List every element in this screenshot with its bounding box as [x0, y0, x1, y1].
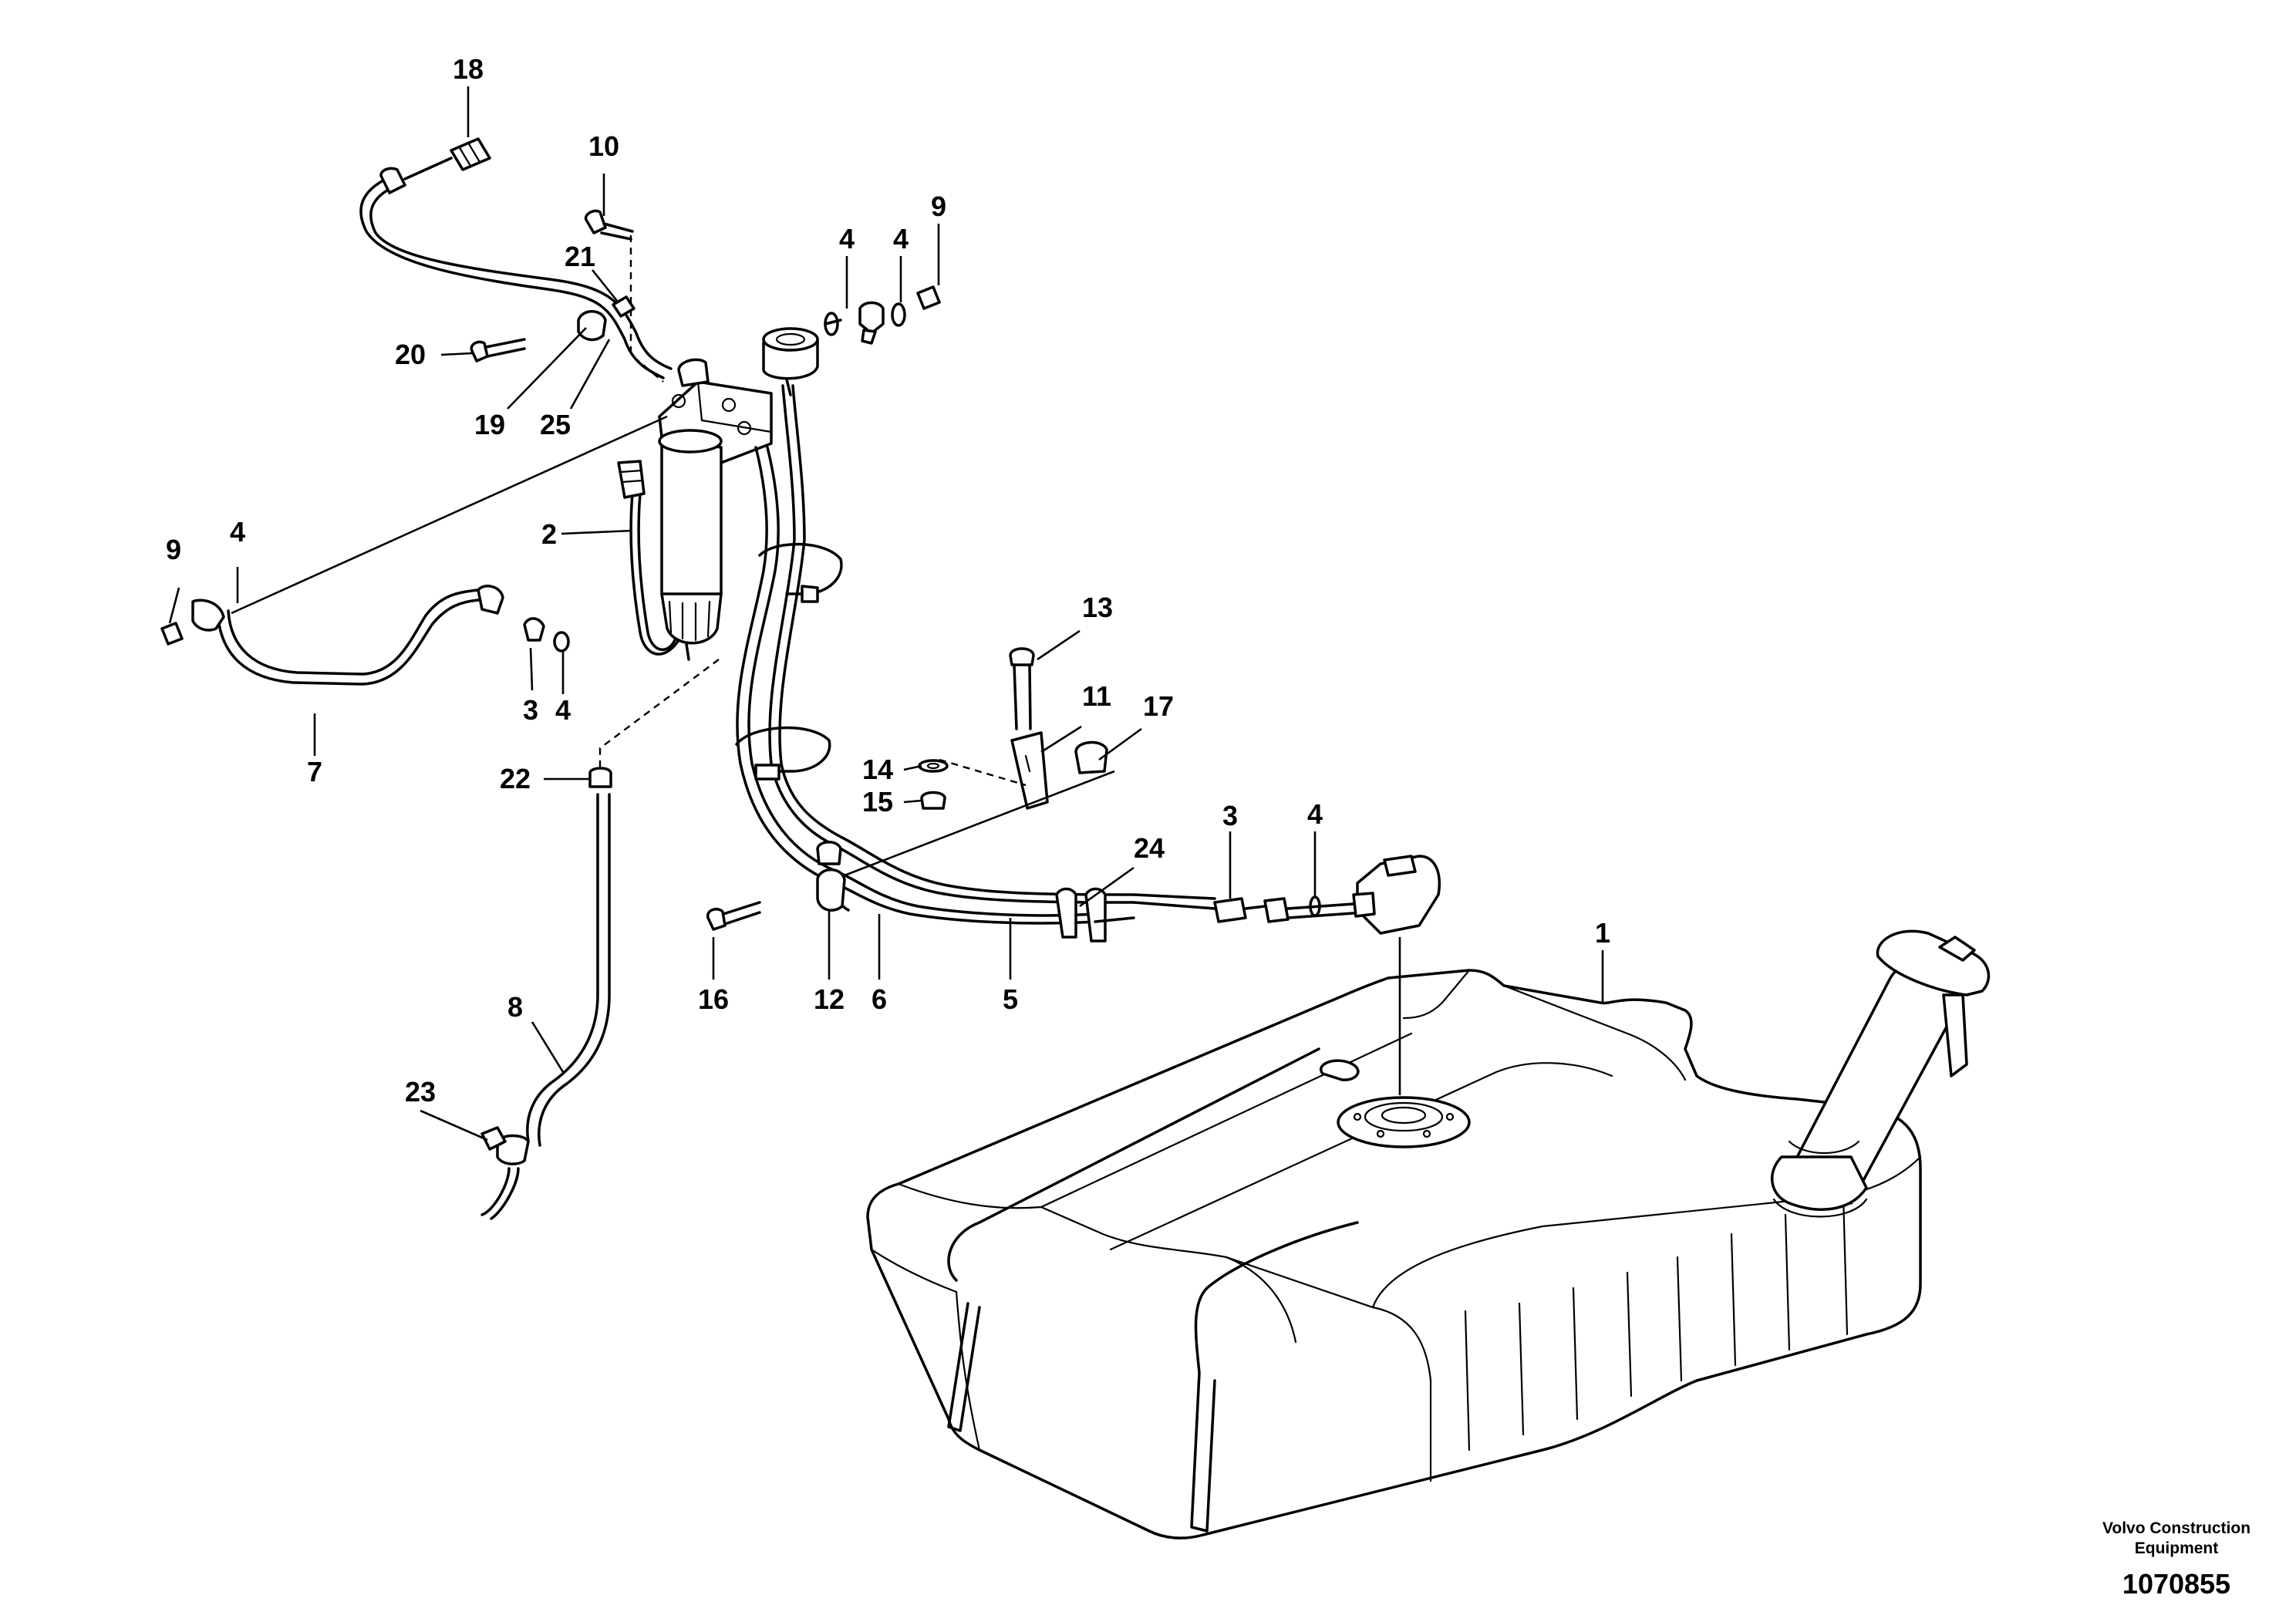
callout-4-left: 4: [230, 516, 245, 548]
assembly-lines: [598, 235, 1027, 787]
callout-13: 13: [1082, 592, 1113, 623]
callout-24: 24: [1134, 832, 1165, 864]
callout-3-left: 3: [523, 694, 538, 726]
callout-12: 12: [814, 983, 845, 1015]
callout-22: 22: [500, 763, 531, 794]
callout-labels: 18 10 21 20 19 25 4 4 9 2 9 4 3 4 7 13 1…: [166, 53, 1610, 1108]
callout-5: 5: [1003, 983, 1018, 1015]
credit-line-1: Volvo Construction: [2102, 1519, 2250, 1537]
callout-4-upper-left: 4: [839, 223, 855, 255]
callout-15: 15: [862, 786, 893, 818]
callout-4-mid: 4: [555, 694, 571, 726]
fittings: [160, 137, 1441, 1151]
callout-8: 8: [507, 991, 523, 1023]
callout-14: 14: [862, 754, 893, 785]
callout-9-left: 9: [166, 534, 181, 565]
callout-17: 17: [1143, 690, 1174, 722]
callout-7: 7: [307, 756, 322, 787]
callout-10: 10: [588, 130, 619, 162]
callout-16: 16: [698, 983, 729, 1015]
callout-4-upper-right: 4: [893, 223, 909, 255]
callout-11: 11: [1082, 680, 1111, 712]
callout-9-upper: 9: [931, 191, 946, 222]
callout-21: 21: [565, 241, 595, 272]
leader-lines: [168, 86, 1604, 1141]
callout-19: 19: [474, 409, 505, 440]
callout-4-right: 4: [1307, 798, 1323, 830]
credit-line-2: Equipment: [2135, 1539, 2219, 1557]
fuel-filter-assembly: [617, 327, 819, 661]
fuel-tank: [866, 929, 1991, 1539]
callout-20: 20: [395, 339, 426, 370]
callout-23: 23: [405, 1076, 436, 1108]
fuel-hoses: [216, 180, 1135, 1220]
drawing-number: 1070855: [2122, 1568, 2230, 1600]
callout-1: 1: [1595, 917, 1610, 949]
credit-block: Volvo Construction Equipment 1070855: [2102, 1519, 2250, 1600]
callout-25: 25: [540, 409, 571, 440]
callout-3-right: 3: [1222, 800, 1238, 831]
callout-6: 6: [872, 983, 887, 1015]
callout-18: 18: [453, 53, 484, 85]
callout-2: 2: [541, 518, 557, 550]
